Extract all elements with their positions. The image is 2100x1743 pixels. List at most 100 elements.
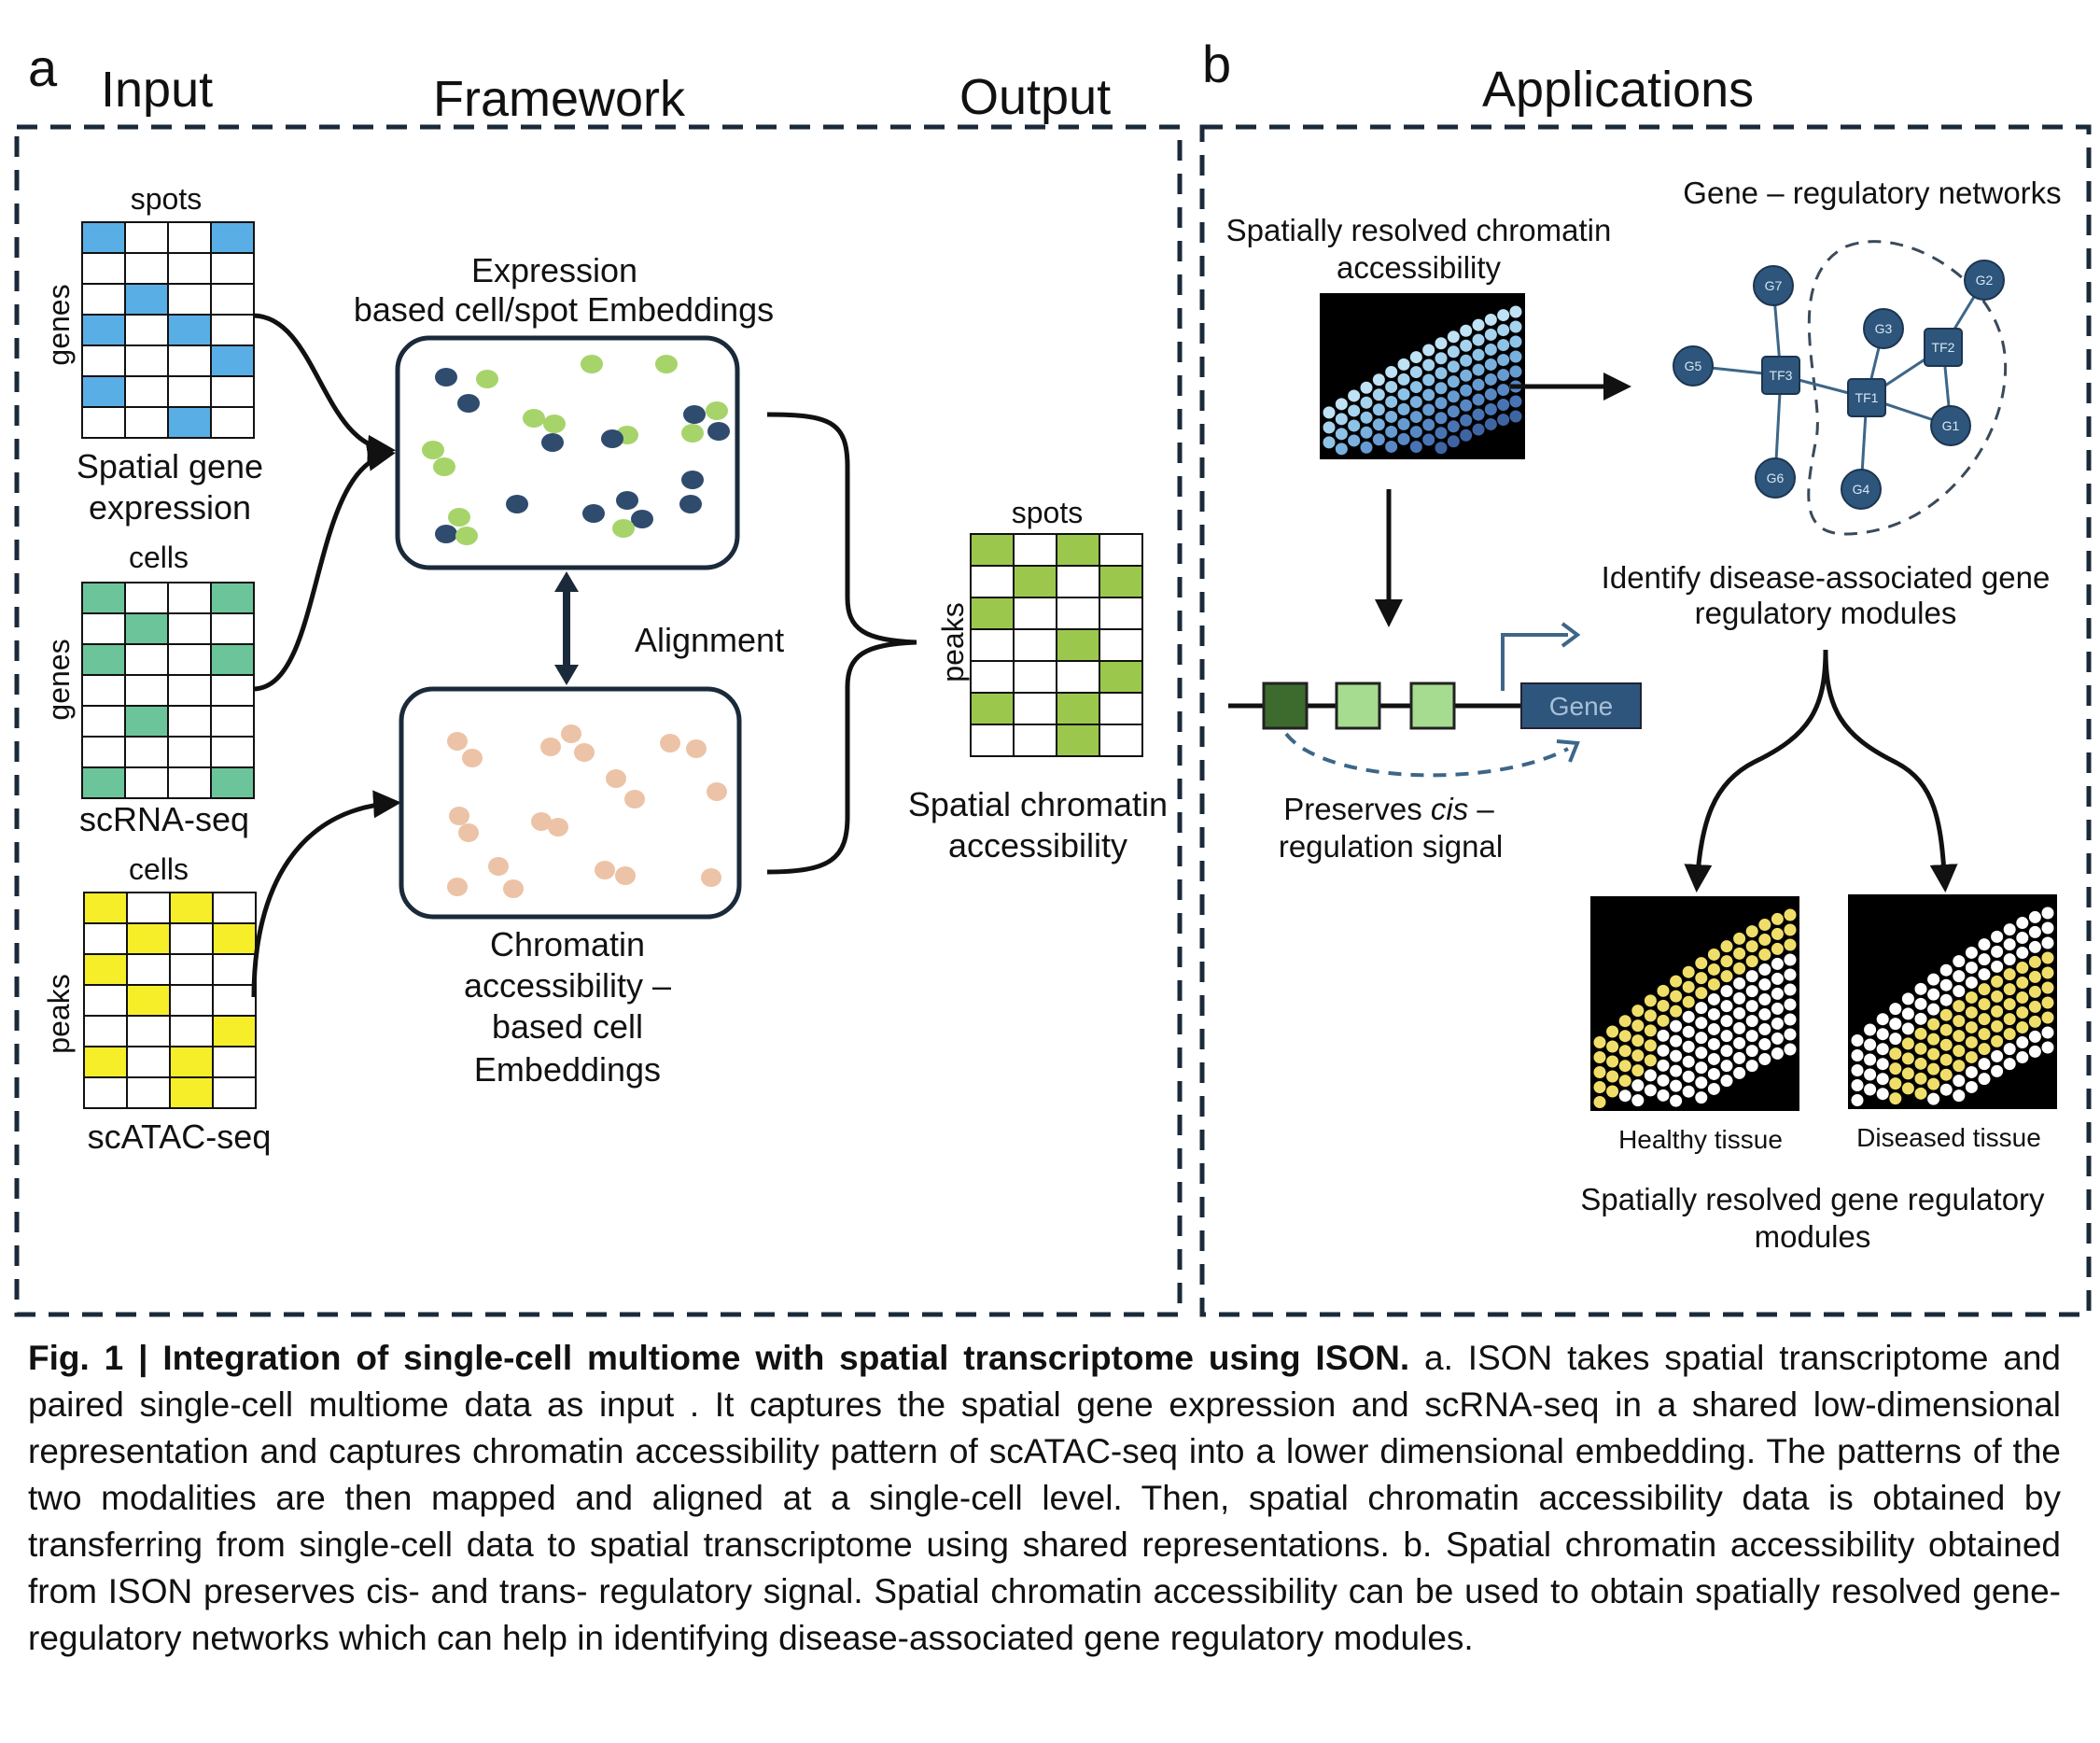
output-matrix-cell [1099, 660, 1143, 694]
healthy-tissue-dot [1720, 970, 1733, 983]
diseased-tissue-dot [1965, 1005, 1978, 1019]
healthy-tissue-dot [1644, 1069, 1657, 1082]
healthy-tissue-dot [1657, 999, 1670, 1012]
accessibility-dot [1472, 363, 1485, 376]
scrna-matrix-cell [81, 766, 126, 799]
embedding-dot [612, 519, 635, 538]
diseased-tissue-dot [1991, 945, 2004, 958]
accessibility-dot [1509, 320, 1522, 333]
diseased-tissue-dot [2003, 1013, 2016, 1026]
diseased-tissue-dot [1864, 1038, 1877, 1051]
diseased-tissue-dot [2003, 1028, 2016, 1041]
healthy-tissue-dot [1670, 1019, 1683, 1033]
spatial-matrix-cell [81, 344, 126, 377]
accessibility-dot [1447, 375, 1460, 388]
accessibility-dot [1447, 330, 1460, 344]
spatial-matrix-cell [81, 221, 126, 254]
expression-box-title-line1: Expression [471, 251, 637, 289]
spatial-matrix-cell [124, 221, 169, 254]
diseased-tissue-dot [1953, 1030, 1966, 1043]
alignment-arrow-up-head [554, 571, 579, 592]
healthy-tissue-dot [1784, 968, 1797, 981]
chromatin-box-title-line2: accessibility – [464, 966, 671, 1005]
healthy-tissue-dot [1695, 957, 1708, 970]
accessibility-dot [1397, 372, 1410, 386]
healthy-tissue-dot [1720, 955, 1733, 968]
healthy-tissue-dot [1720, 1060, 1733, 1073]
accessibility-dot [1497, 339, 1510, 352]
diseased-tissue-dot [1939, 1068, 1953, 1081]
healthy-tissue-dot [1670, 1049, 1683, 1062]
chromatin-dot [531, 812, 552, 831]
diseased-tissue-dot [1953, 970, 1966, 983]
accessibility-dot [1460, 429, 1473, 442]
scatac-side-label: peaks [42, 974, 76, 1053]
gene-box-label: Gene [1549, 692, 1614, 721]
healthy-tissue-dot [1771, 912, 1784, 925]
scrna-matrix-cell [167, 674, 212, 707]
grn-node-g4 [1841, 469, 1882, 510]
accessibility-dot [1447, 360, 1460, 373]
scatac-matrix-cell [169, 892, 214, 924]
accessibility-dot [1472, 423, 1485, 436]
healthy-tissue-dot [1618, 1045, 1631, 1058]
grn-edges [1692, 279, 1986, 490]
healthy-tissue-dot [1720, 1015, 1733, 1028]
accessibility-dot [1409, 366, 1422, 379]
diseased-tissue-dot [1914, 1087, 1927, 1100]
healthy-tissue-dot [1695, 987, 1708, 1000]
embedding-dot [581, 355, 603, 373]
scatac-matrix-cell [212, 922, 257, 955]
scrna-to-expression-arrow [253, 443, 396, 692]
scrna-matrix-cell [124, 674, 169, 707]
healthy-tissue-dot [1720, 1000, 1733, 1013]
gene-box [1520, 682, 1642, 729]
scatac-matrix-cell [126, 922, 171, 955]
grn-node-tf2 [1924, 328, 1963, 367]
diseased-tissue-dot [1991, 1019, 2004, 1033]
healthy-tissue-dot [1720, 1045, 1733, 1058]
output-matrix-cell [1056, 724, 1100, 757]
diseased-tissue-dot [1927, 988, 1940, 1001]
scrna-matrix-cell [124, 612, 169, 645]
accessibility-dot [1509, 335, 1522, 348]
healthy-tissue-dot [1784, 1043, 1797, 1056]
accessibility-dot [1372, 403, 1385, 416]
spatial-top-label: spots [131, 182, 202, 216]
grn-node-label: G4 [1853, 482, 1870, 497]
spatial-matrix-cell [124, 283, 169, 316]
diseased-tissue-dot [1901, 1007, 1914, 1020]
embedding-dot [457, 394, 480, 413]
chromatin-dot [548, 818, 568, 836]
preserves-label-line2: regulation signal [1279, 829, 1503, 864]
caption-body: a. ISON takes spatial transcriptome and … [28, 1339, 2062, 1657]
chromatin-box-title-line1: Chromatin [490, 925, 645, 963]
diseased-tissue-dot [1939, 1083, 1953, 1096]
healthy-tissue-dot [1682, 995, 1695, 1008]
healthy-tissue-dot [1758, 1038, 1771, 1051]
output-matrix-cell [1056, 692, 1100, 725]
accessibility-dot [1497, 324, 1510, 337]
accessibility-dot [1409, 396, 1422, 409]
diseased-tissue-dot [2028, 940, 2041, 953]
embedding-dot [541, 433, 564, 452]
healthy-tissue-dot [1707, 1067, 1720, 1080]
scatac-matrix-cell [212, 892, 257, 924]
diseased-tissue-dot [2028, 1030, 2041, 1043]
diseased-tissue-dot [2016, 947, 2029, 960]
healthy-tissue-dot [1695, 1017, 1708, 1030]
embedding-dot [616, 491, 638, 510]
healthy-tissue-dot [1631, 1019, 1645, 1033]
spatial-to-expression-arrow [253, 313, 396, 463]
accessibility-dot [1422, 344, 1435, 357]
diseased-tissue-dot [1851, 1079, 1864, 1091]
accessibility-dot [1472, 318, 1485, 331]
accessibility-dot [1497, 354, 1510, 367]
diseased-tissue-dot [2041, 936, 2054, 949]
scrna-matrix-cell [81, 674, 126, 707]
spatial-matrix-cell [210, 314, 255, 346]
healthy-tissue-dot [1670, 1079, 1683, 1092]
accessibility-dot [1385, 395, 1398, 408]
accessibility-dot [1422, 418, 1435, 431]
